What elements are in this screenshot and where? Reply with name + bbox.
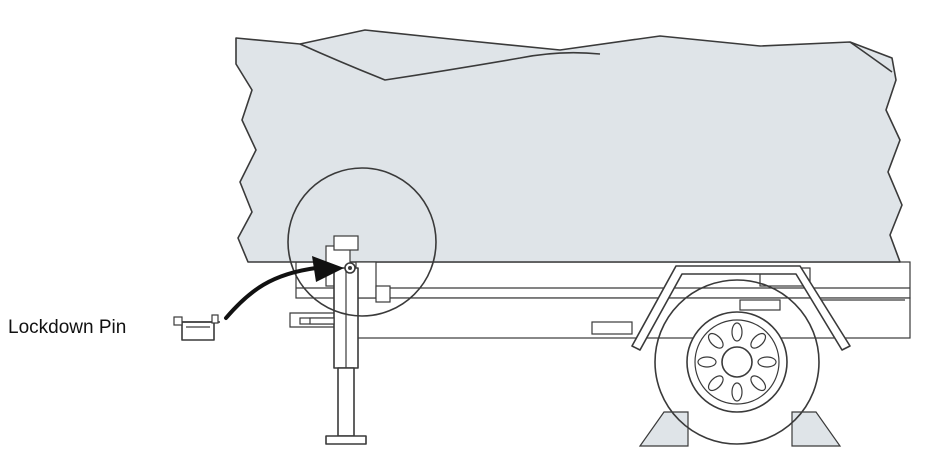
wheel-lug-holes (697, 322, 777, 402)
cargo-cover (235, 29, 903, 263)
detail-circle (287, 167, 437, 317)
lockdown-pin-callout: Lockdown Pin (8, 256, 344, 341)
lug-hole (750, 332, 767, 349)
wheel-chocks (638, 411, 842, 447)
lug-hole (707, 332, 724, 349)
lug-hole (750, 375, 767, 392)
callout-arrowhead (312, 256, 344, 282)
lug-hole (697, 356, 717, 368)
trailer-jack (309, 235, 391, 445)
trailer-wheel (654, 279, 820, 445)
lug-hole (707, 375, 724, 392)
lockdown-pin-icon (173, 314, 220, 341)
lockdown-pin-label: Lockdown Pin (8, 317, 126, 338)
lug-hole (731, 382, 743, 402)
wheel-fender (631, 265, 851, 351)
lug-hole (731, 322, 743, 342)
callout-arrow (224, 266, 318, 320)
lug-hole (757, 356, 777, 368)
